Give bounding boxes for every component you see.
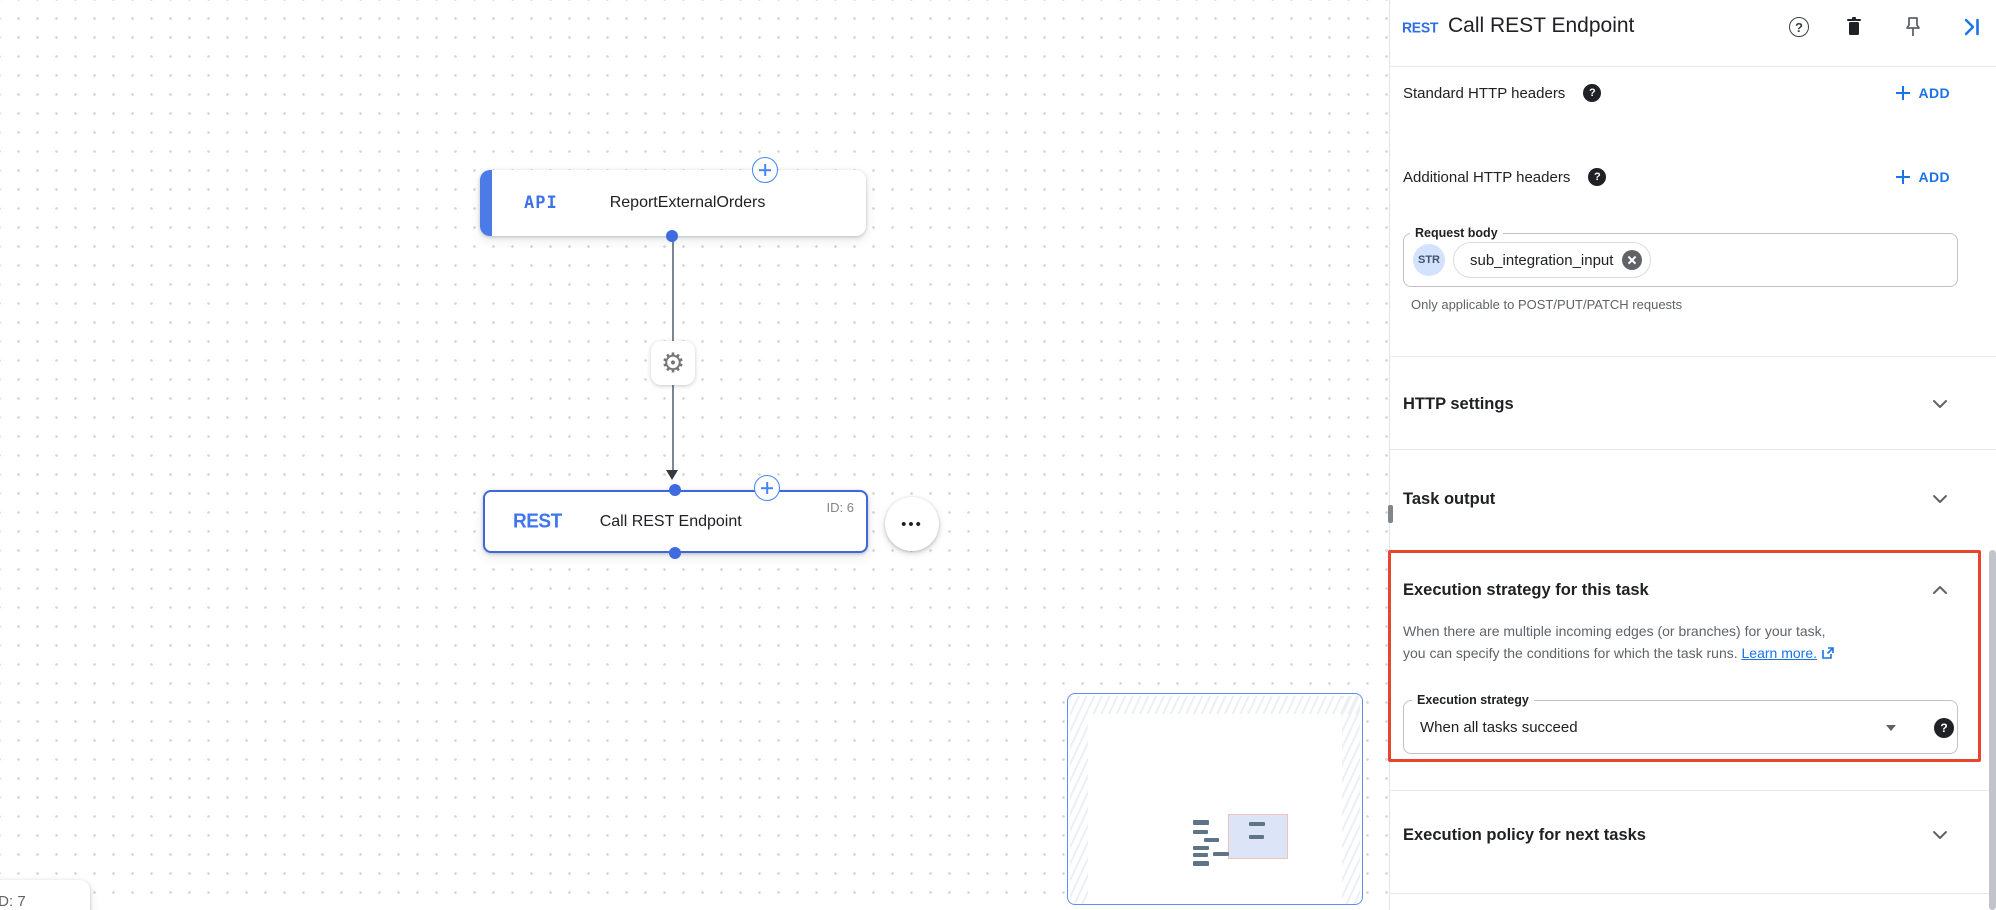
standard-http-headers-row: Standard HTTP headers ? ADD [1403,72,1950,114]
task-output-section[interactable]: Task output [1403,475,1976,523]
connection-point[interactable] [669,484,681,496]
collapse-right-icon [1964,18,1979,36]
trash-icon [1847,17,1861,35]
panel-scrollbar[interactable] [1989,550,1996,910]
scroll-position-indicator [1388,505,1393,523]
minimap-node-mark [1193,853,1208,857]
node-call-rest-endpoint[interactable]: REST Call REST Endpoint ID: 6 [483,490,868,553]
additional-http-headers-row: Additional HTTP headers ? ADD [1403,156,1950,198]
help-icon[interactable]: ? [1934,718,1954,738]
add-label: ADD [1918,85,1950,101]
chevron-up-icon[interactable] [1928,578,1952,602]
chevron-down-icon[interactable] [1928,823,1952,847]
divider [1390,66,1996,67]
node-report-external-orders[interactable]: API ReportExternalOrders [480,170,866,236]
connection-point[interactable] [669,547,681,559]
learn-more-link[interactable]: Learn more. [1741,645,1817,661]
minimap-node-mark [1204,838,1219,842]
panel-title: Call REST Endpoint [1448,14,1635,37]
pin-icon [1906,17,1920,36]
task-config-panel: REST Call REST Endpoint ? [1388,0,1996,910]
add-standard-header-button[interactable]: ADD [1896,85,1950,101]
external-link-icon [1821,644,1835,666]
gear-glyph: ⚙ [660,347,686,378]
node-label: ReportExternalOrders [609,194,766,211]
minimap-hatch [1070,696,1360,714]
divider [1390,449,1996,450]
execution-strategy-value: When all tasks succeed [1420,718,1578,736]
execution-strategy-select[interactable]: When all tasks succeed ? [1403,700,1958,754]
execution-strategy-select-label: Execution strategy [1412,693,1534,707]
variable-name: sub_integration_input [1470,251,1614,269]
request-body-field[interactable]: STR sub_integration_input [1403,233,1958,287]
node-label: Call REST Endpoint [599,512,742,530]
request-body-helper: Only applicable to POST/PUT/PATCH reques… [1411,297,1683,312]
http-settings-title: HTTP settings [1403,394,1514,413]
help-button[interactable]: ? [1787,15,1811,39]
node-more-actions-button[interactable]: ••• [885,497,939,551]
divider [1390,893,1996,894]
pin-panel-button[interactable] [1901,15,1925,39]
minimap-node-mark [1193,846,1209,850]
delete-task-button[interactable] [1842,15,1866,39]
chevron-down-icon[interactable] [1928,487,1952,511]
minimap-node-mark [1193,830,1208,834]
edge-config-gear-icon[interactable]: ⚙ [651,341,695,385]
minimap-hatch [1342,696,1360,904]
http-settings-section[interactable]: HTTP settings [1403,380,1976,428]
rest-badge: REST [1402,18,1439,36]
minimap-inner [1088,714,1342,904]
string-type-chip: STR [1413,244,1445,276]
variable-pill[interactable]: sub_integration_input [1453,242,1652,278]
execution-strategy-description: When there are multiple incoming edges (… [1403,620,1963,666]
panel-header: REST Call REST Endpoint ? [1390,0,1996,66]
task-output-title: Task output [1403,489,1496,508]
minimap-node-mark [1249,822,1265,826]
execution-strategy-section[interactable]: Execution strategy for this task [1403,566,1976,614]
minimap-hatch [1070,696,1088,904]
dropdown-arrow-icon [1886,725,1896,731]
additional-http-headers-label: Additional HTTP headers [1403,168,1571,186]
add-edge-button[interactable] [754,475,780,501]
execution-policy-section[interactable]: Execution policy for next tasks [1403,811,1976,859]
node-id-label: ID: 6 [826,500,854,515]
minimap-node-mark [1249,835,1264,839]
ellipsis-icon: ••• [901,515,923,533]
minimap[interactable] [1067,693,1363,905]
execution-policy-title: Execution policy for next tasks [1403,825,1646,844]
help-icon[interactable]: ? [1583,84,1602,102]
divider [1390,356,1996,357]
edge-arrowhead-icon [666,470,678,480]
add-edge-button[interactable] [752,157,778,183]
add-additional-header-button[interactable]: ADD [1896,169,1950,185]
standard-http-headers-label: Standard HTTP headers [1403,84,1566,102]
minimap-node-mark [1193,861,1209,866]
help-icon[interactable]: ? [1588,168,1607,186]
help-icon: ? [1795,19,1803,35]
execution-strategy-title: Execution strategy for this task [1403,580,1649,599]
flow-canvas[interactable]: ⚙ API ReportExternalOrders REST Call RES… [0,0,1389,910]
collapse-panel-button[interactable] [1960,15,1984,39]
plus-icon [1896,170,1910,184]
node-id-label: ID: 7 [0,893,26,910]
api-badge: API [524,193,558,213]
clear-icon[interactable] [1622,250,1643,270]
plus-icon [1896,86,1910,100]
chevron-down-icon[interactable] [1928,392,1952,416]
request-body-label: Request body [1410,226,1503,240]
node-accent-bar [480,170,492,236]
connection-point[interactable] [666,230,678,242]
add-label: ADD [1918,169,1950,185]
rest-badge: REST [513,509,562,533]
minimap-node-mark [1193,820,1209,825]
partial-node[interactable]: ID: 7 [0,880,90,910]
minimap-node-mark [1213,852,1229,856]
divider [1390,790,1996,791]
